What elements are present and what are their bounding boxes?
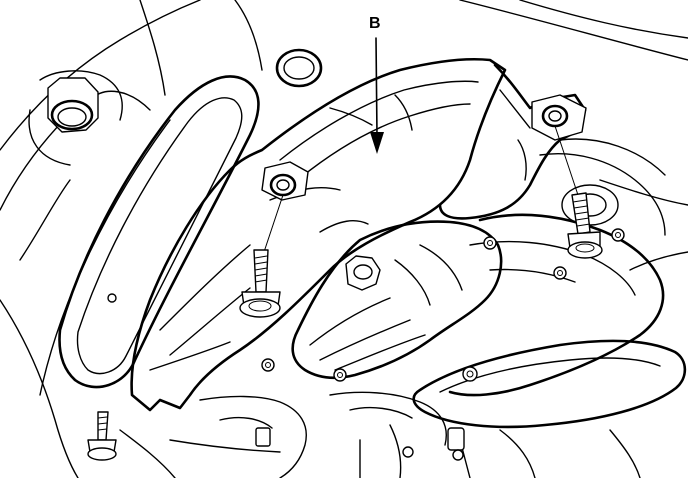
left-bolt: [239, 194, 284, 318]
bottom-structures: [119, 391, 641, 478]
lower-heat-shield: [291, 220, 503, 380]
upper-left-nut: [28, 70, 123, 166]
left-mount-boss: [261, 161, 309, 201]
center-nut: [345, 255, 381, 291]
round-plug: [275, 48, 323, 88]
under-cover-panel: [130, 58, 507, 412]
lower-left-bolt: [87, 411, 117, 461]
lower-right-duct: [412, 339, 687, 429]
callout-label-b: B: [369, 15, 381, 32]
callout-arrow: [370, 37, 384, 154]
small-fasteners: [107, 228, 625, 458]
right-bolt: [554, 125, 603, 259]
rear-bracket-arm: [438, 63, 587, 220]
